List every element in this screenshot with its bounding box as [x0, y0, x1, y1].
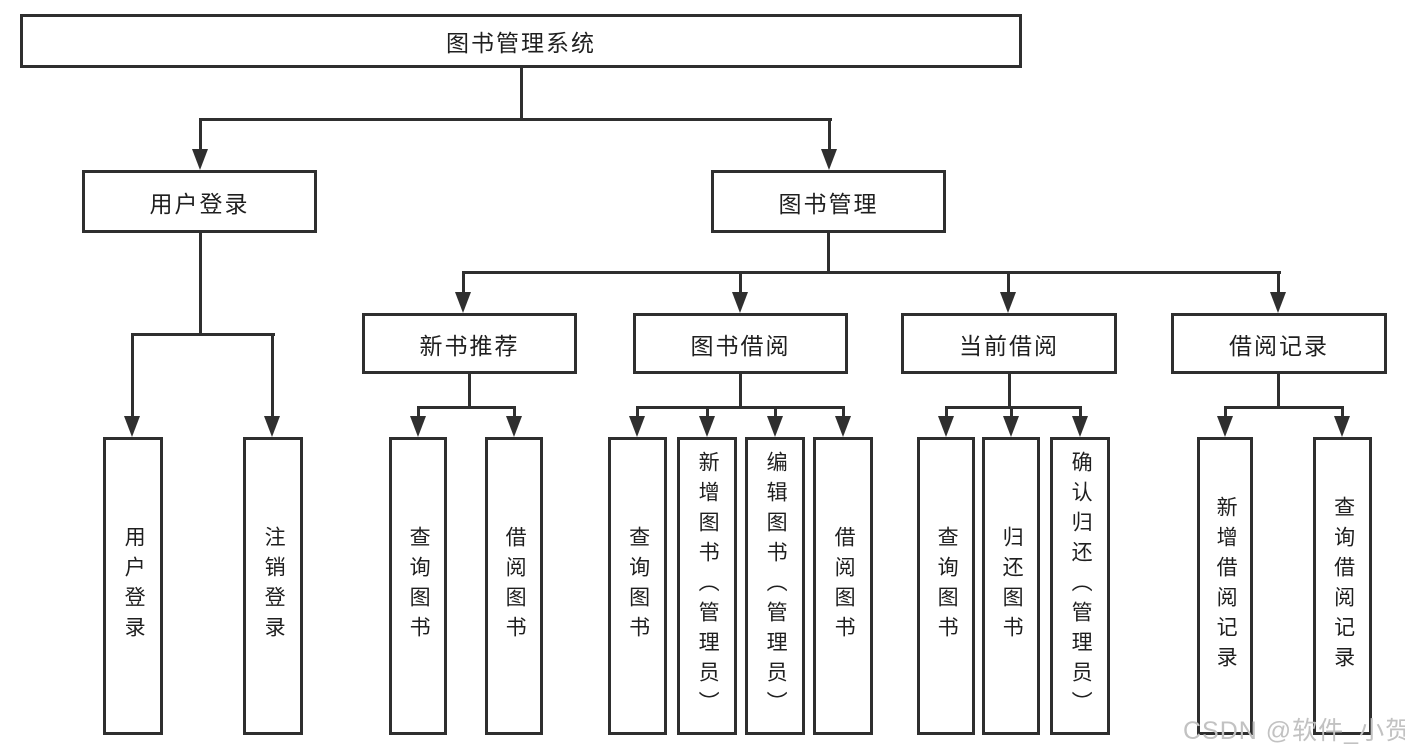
arrow-down-icon [938, 416, 954, 437]
node-borrow-add-books-admin: 新增图书（管理员） [677, 437, 737, 735]
connector-line [1079, 406, 1082, 418]
connector-line [1224, 406, 1227, 418]
arrow-down-icon [1000, 292, 1016, 313]
node-library-management-system: 图书管理系统 [20, 14, 1022, 68]
connector-line [945, 406, 948, 418]
node-current-confirm-return-admin: 确认归还（管理员） [1050, 437, 1110, 735]
node-user-login-module: 用户登录 [82, 170, 317, 233]
node-book-management-module: 图书管理 [711, 170, 946, 233]
node-label: 借阅图书 [832, 526, 856, 646]
connector-line [827, 233, 830, 273]
arrow-down-icon [835, 416, 851, 437]
node-label: 图书管理 [778, 190, 879, 217]
node-label: 用户登录 [122, 526, 146, 646]
node-borrow-borrow-books: 借阅图书 [813, 437, 873, 735]
connector-line [1007, 271, 1010, 294]
node-label: 新增借阅记录 [1214, 496, 1238, 676]
arrow-down-icon [1217, 416, 1233, 437]
connector-line [1341, 406, 1344, 418]
connector-line [462, 271, 1281, 274]
node-book-borrowing: 图书借阅 [633, 313, 848, 374]
connector-line [1277, 374, 1280, 408]
connector-line [131, 333, 134, 417]
connector-line [417, 406, 516, 409]
arrow-down-icon [264, 416, 280, 437]
connector-line [636, 406, 845, 409]
node-recommend-query-books: 查询图书 [389, 437, 447, 735]
arrow-down-icon [699, 416, 715, 437]
arrow-down-icon [1270, 292, 1286, 313]
connector-line [1008, 374, 1011, 408]
arrow-down-icon [821, 149, 837, 170]
connector-line [739, 271, 742, 294]
node-current-borrowing: 当前借阅 [901, 313, 1117, 374]
node-label: 图书管理系统 [446, 30, 596, 56]
node-records-query-record: 查询借阅记录 [1313, 437, 1372, 735]
node-label: 借阅图书 [503, 526, 527, 646]
csdn-watermark: CSDN @软件_小贺同学 [1183, 717, 1405, 745]
node-label: 图书借阅 [690, 332, 791, 359]
node-label: 确认归还（管理员） [1069, 451, 1093, 721]
connector-line [468, 374, 471, 408]
node-label: 新增图书（管理员） [696, 451, 720, 721]
connector-line [462, 271, 465, 294]
node-label: 查询图书 [626, 526, 650, 646]
connector-line [199, 118, 832, 121]
node-records-add-record: 新增借阅记录 [1197, 437, 1253, 735]
arrow-down-icon [192, 149, 208, 170]
node-label: 注销登录 [262, 526, 286, 646]
connector-line [417, 406, 420, 418]
node-borrow-edit-books-admin: 编辑图书（管理员） [745, 437, 805, 735]
arrow-down-icon [732, 292, 748, 313]
connector-line [1277, 271, 1280, 294]
connector-line [271, 333, 274, 417]
arrow-down-icon [455, 292, 471, 313]
connector-line [199, 118, 202, 151]
node-borrowing-records: 借阅记录 [1171, 313, 1387, 374]
connector-line [842, 406, 845, 418]
arrow-down-icon [506, 416, 522, 437]
connector-line [739, 374, 742, 408]
node-label: 查询图书 [407, 526, 431, 646]
node-current-query-books: 查询图书 [917, 437, 975, 735]
node-label: 用户登录 [149, 190, 250, 217]
arrow-down-icon [1003, 416, 1019, 437]
connector-line [706, 406, 709, 418]
connector-line [1010, 406, 1013, 418]
connector-line [828, 118, 831, 151]
node-label: 编辑图书（管理员） [764, 451, 788, 721]
connector-line [774, 406, 777, 418]
connector-line [513, 406, 516, 418]
node-user-login: 用户登录 [103, 437, 163, 735]
node-recommend-borrow-books: 借阅图书 [485, 437, 543, 735]
node-label: 借阅记录 [1229, 332, 1329, 359]
arrow-down-icon [767, 416, 783, 437]
node-label: 归还图书 [1000, 526, 1024, 646]
node-borrow-query-books: 查询图书 [608, 437, 667, 735]
node-new-book-recommendation: 新书推荐 [362, 313, 577, 374]
connector-line [636, 406, 639, 418]
connector-line [945, 406, 1082, 409]
connector-line [520, 68, 523, 120]
node-label: 查询图书 [935, 526, 959, 646]
connector-line [199, 233, 202, 335]
arrow-down-icon [629, 416, 645, 437]
connector-line [131, 333, 275, 336]
node-label: 当前借阅 [959, 332, 1059, 359]
node-label: 新书推荐 [419, 332, 520, 359]
arrow-down-icon [410, 416, 426, 437]
arrow-down-icon [124, 416, 140, 437]
node-current-return-books: 归还图书 [982, 437, 1040, 735]
arrow-down-icon [1072, 416, 1088, 437]
connector-line [1224, 406, 1344, 409]
node-label: 查询借阅记录 [1331, 496, 1355, 676]
arrow-down-icon [1334, 416, 1350, 437]
node-logout-login: 注销登录 [243, 437, 303, 735]
